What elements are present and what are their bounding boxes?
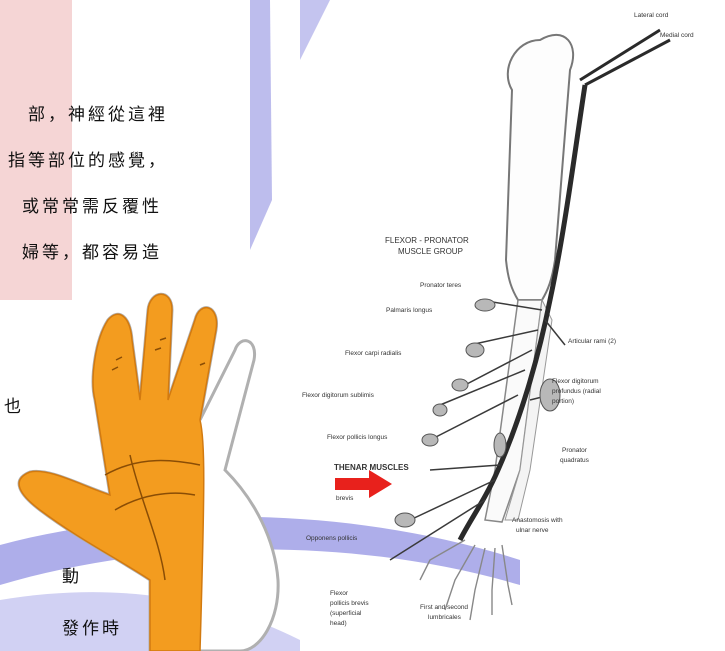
label-anastomosis-2: ulnar nerve (516, 527, 549, 534)
label-palmaris-longus: Palmaris longus (386, 307, 432, 314)
label-fpb-1: Flexor (330, 590, 348, 597)
label-lumbricales-1: First and second (420, 604, 468, 611)
label-lateral-cord: Lateral cord (634, 12, 668, 19)
text-line-3: 或常常需反覆性 (22, 192, 162, 217)
label-medial-cord: Medial cord (660, 32, 694, 39)
label-pronator-quadratus-1: Pronator (562, 447, 587, 454)
label-fdp-3: portion) (552, 398, 574, 405)
arm-anatomy-diagram (280, 0, 725, 651)
label-fdp-1: Flexor digitorum (552, 378, 599, 385)
label-flexor-digitorum-sublimis: Flexor digitorum sublimis (302, 392, 374, 399)
label-flexor-pronator-1: FLEXOR - PRONATOR (385, 236, 469, 245)
label-flexor-carpi-radialis: Flexor carpi radialis (345, 350, 401, 357)
label-fpb-4: head) (330, 620, 347, 627)
red-arrow-icon (335, 470, 392, 498)
text-line-2: 指等部位的感覺， (8, 146, 168, 171)
text-line-4: 婦等，都容易造 (22, 238, 162, 263)
label-pronator-teres: Pronator teres (420, 282, 461, 289)
label-lumbricales-2: lumbricales (428, 614, 461, 621)
label-articular-rami: Articular rami (2) (568, 338, 616, 345)
hand-illustration (0, 280, 300, 651)
label-thenar-muscles: THENAR MUSCLES (334, 463, 409, 472)
label-pronator-quadratus-2: quadratus (560, 457, 589, 464)
label-brevis: brevis (336, 495, 353, 502)
label-anastomosis-1: Anastomosis with (512, 517, 563, 524)
label-opponens-pollicis: Opponens pollicis (306, 535, 357, 542)
label-fpb-3: (superficial (330, 610, 361, 617)
label-flexor-pollicis-longus: Flexor pollicis longus (327, 434, 387, 441)
label-fdp-2: profundus (radial (552, 388, 601, 395)
text-line-1: 部，神經從這裡 (28, 100, 168, 125)
label-flexor-pronator-2: MUSCLE GROUP (398, 247, 463, 256)
label-fpb-2: pollicis brevis (330, 600, 369, 607)
